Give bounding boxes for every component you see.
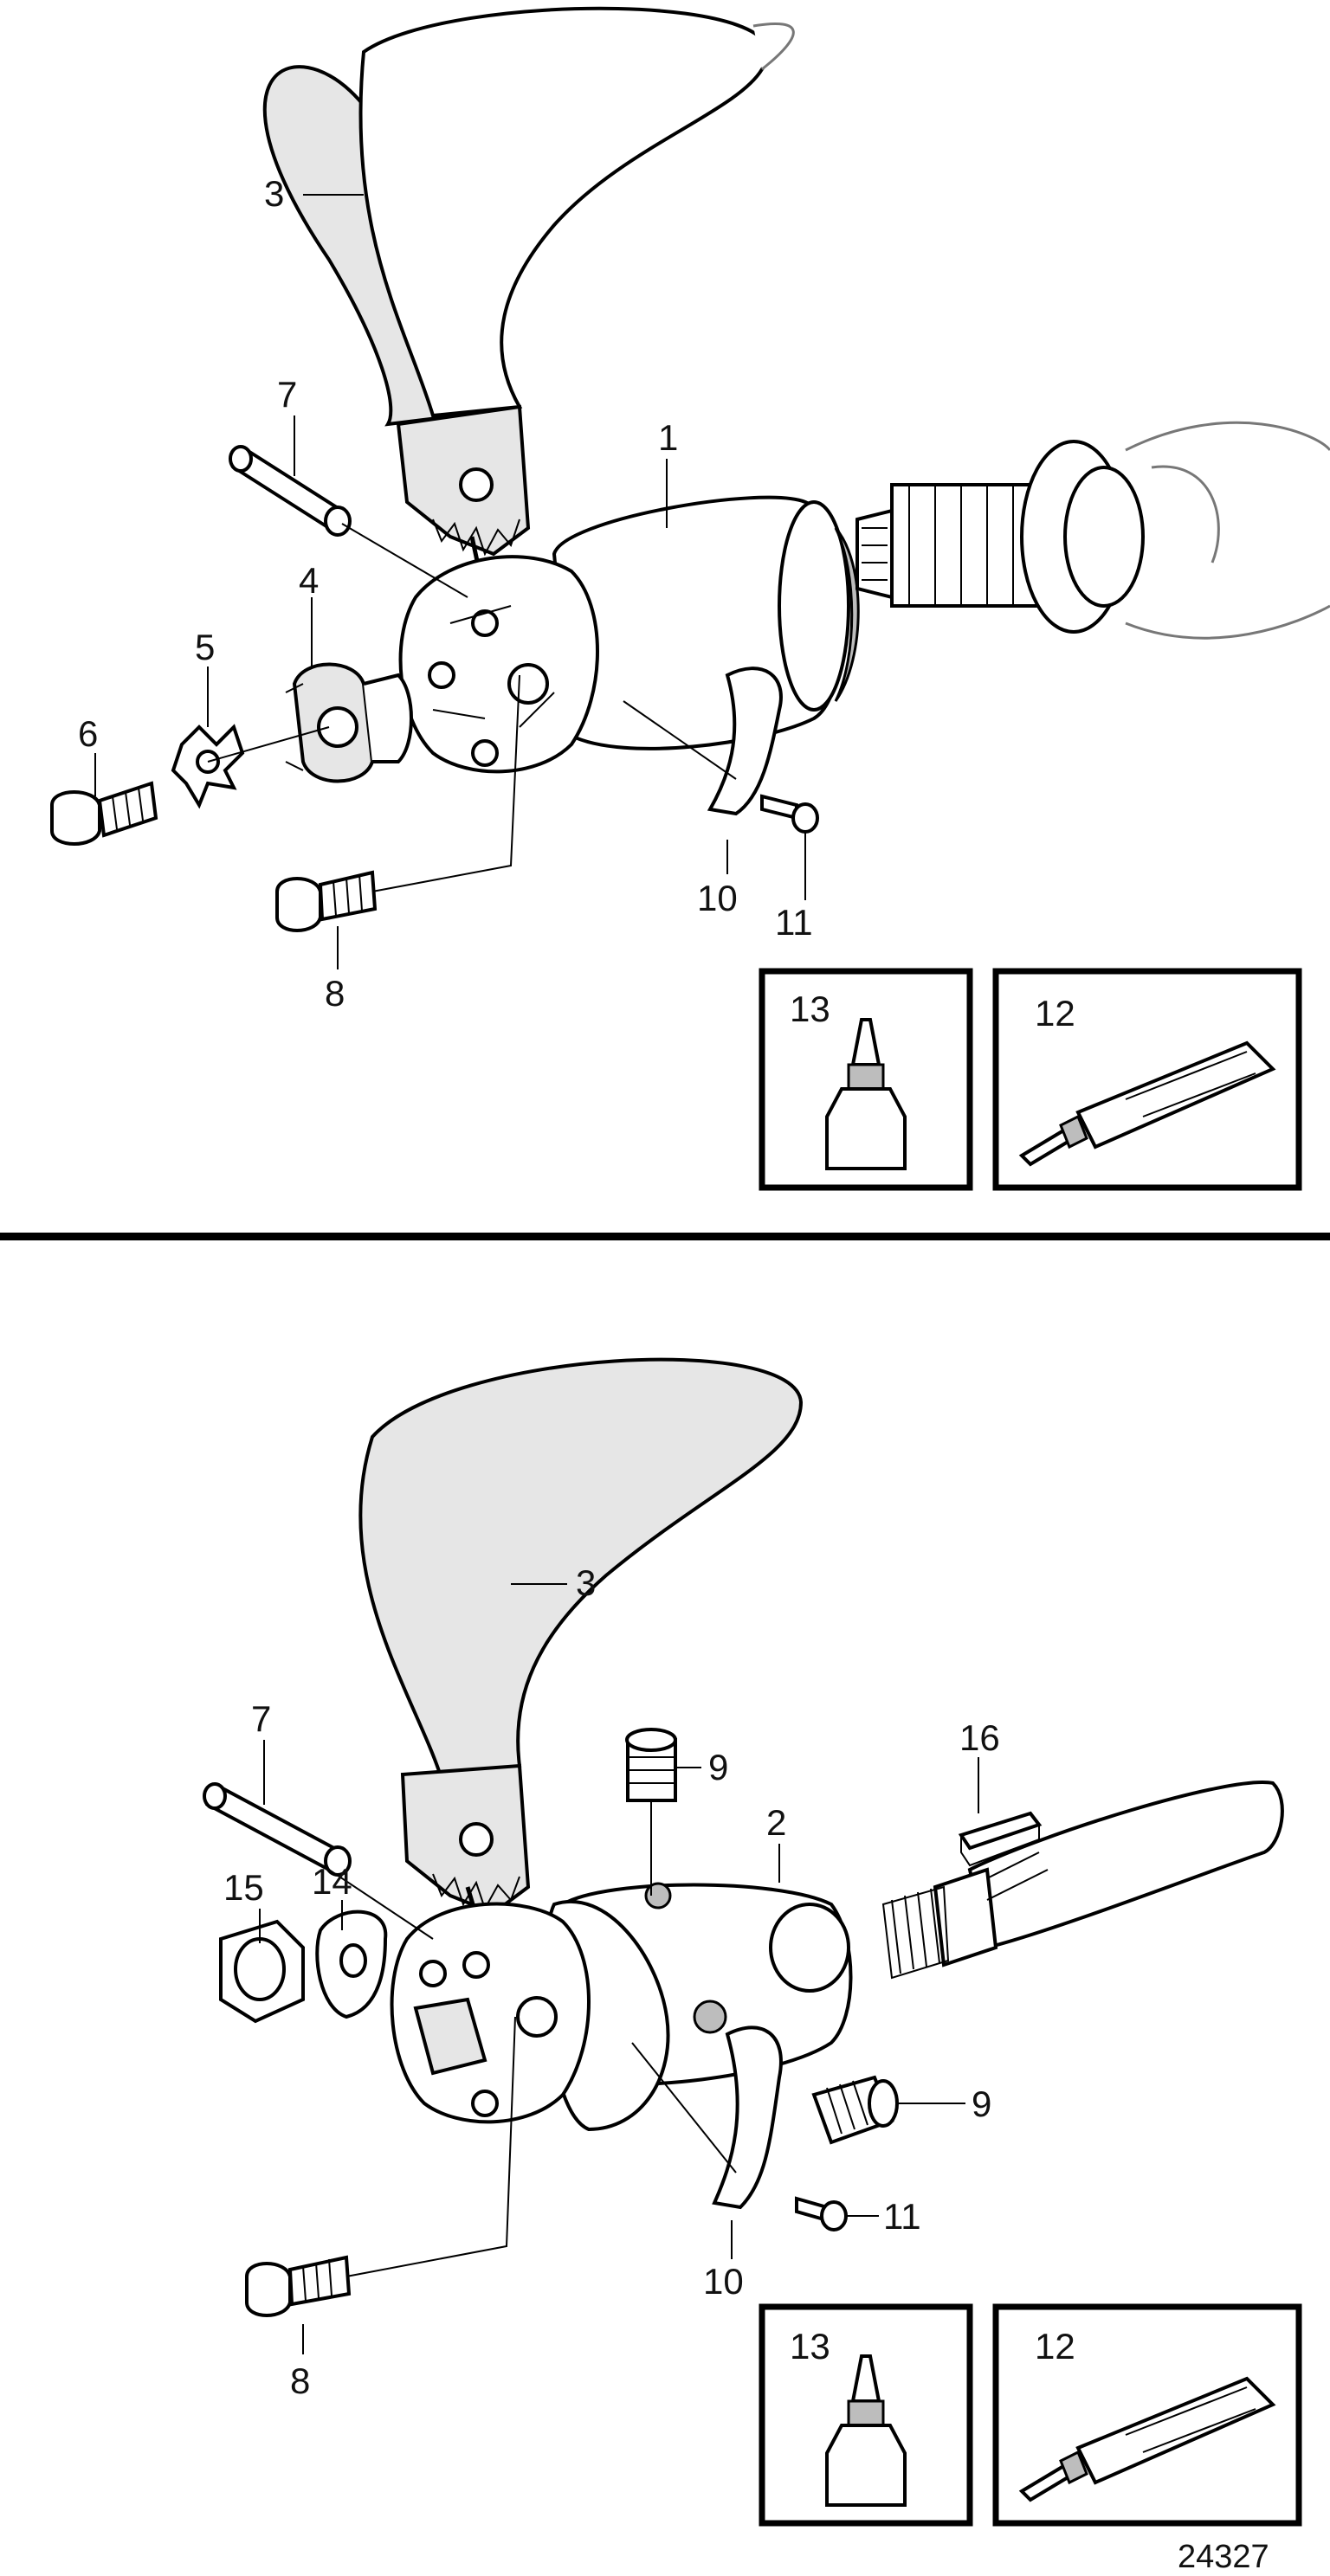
top-sealant-bottle-icon bbox=[825, 1018, 907, 1170]
bottom-tab-washer bbox=[315, 1909, 388, 2019]
bottom-blade-root-gear bbox=[432, 1873, 520, 1911]
top-leaders bbox=[94, 194, 806, 969]
top-box-13: 13 bbox=[759, 968, 973, 1191]
top-callout-6: 6 bbox=[78, 713, 98, 754]
top-blade-edge-light bbox=[752, 22, 795, 71]
top-box-12: 12 bbox=[992, 968, 1302, 1191]
bottom-blade-root-hole bbox=[459, 1822, 494, 1857]
top-box-12-label: 12 bbox=[1035, 993, 1075, 1034]
bottom-nut bbox=[219, 1919, 305, 2024]
top-callout-3: 3 bbox=[264, 173, 284, 214]
bottom-callout-10: 10 bbox=[703, 2261, 744, 2302]
top-callout-11: 11 bbox=[775, 902, 813, 943]
bottom-box-13: 13 bbox=[759, 2303, 973, 2527]
top-lock-washer bbox=[171, 724, 245, 809]
bottom-callout-7: 7 bbox=[251, 1698, 271, 1739]
bottom-box-12: 12 bbox=[992, 2303, 1302, 2527]
bottom-sealant-bottle-icon bbox=[825, 2354, 907, 2507]
top-bolt bbox=[50, 781, 158, 846]
section-divider bbox=[0, 1233, 1330, 1240]
top-hub-rear-ring bbox=[778, 500, 850, 712]
bottom-hub-front-hole-d bbox=[471, 2090, 499, 2117]
bottom-hub-set-hole-side bbox=[693, 2000, 727, 2034]
bottom-grease-tube-icon bbox=[1018, 2376, 1276, 2502]
bottom-callout-11: 11 bbox=[883, 2196, 921, 2237]
top-grease-tube-icon bbox=[1018, 1040, 1276, 1167]
top-callout-10: 10 bbox=[697, 878, 738, 918]
top-hub-front-hole-a bbox=[471, 609, 499, 637]
bottom-pin bbox=[203, 1782, 352, 1877]
top-callout-7: 7 bbox=[277, 374, 297, 415]
top-callout-5: 5 bbox=[195, 627, 215, 667]
bottom-hub-front-hole-b bbox=[462, 1951, 490, 1979]
bottom-callout-3: 3 bbox=[576, 1562, 596, 1603]
bottom-segment bbox=[712, 2025, 783, 2210]
bottom-callout-9-side: 9 bbox=[972, 2083, 991, 2124]
top-nut bbox=[285, 662, 413, 783]
top-callout-1: 1 bbox=[658, 417, 678, 458]
top-blade-root-hole bbox=[459, 467, 494, 502]
bottom-screw-11 bbox=[795, 2196, 848, 2231]
bottom-hub-front-square bbox=[413, 1997, 487, 2076]
top-hub-rear-ring-shadow bbox=[834, 527, 860, 702]
top-hub-front-hole-d bbox=[471, 739, 499, 767]
top-blade-outline bbox=[358, 6, 771, 418]
top-box-13-label: 13 bbox=[790, 989, 830, 1029]
bottom-blade-outline bbox=[358, 1357, 804, 1781]
bottom-assembly: 2 3 7 8 9 9 10 11 14 15 16 13 12 bbox=[203, 1357, 1302, 2527]
bottom-callout-14: 14 bbox=[312, 1861, 352, 1902]
figure-number: 24327 bbox=[1178, 2539, 1269, 2575]
bottom-box-12-label: 12 bbox=[1035, 2326, 1075, 2367]
bottom-callout-9-top: 9 bbox=[708, 1747, 728, 1787]
top-splined-shaft bbox=[855, 421, 1330, 640]
bottom-callout-16: 16 bbox=[959, 1717, 1000, 1758]
bottom-callout-2: 2 bbox=[766, 1802, 786, 1843]
top-screw-11 bbox=[760, 794, 819, 834]
top-segment bbox=[707, 667, 783, 816]
bottom-hub-front-hole-c bbox=[516, 1996, 558, 2038]
top-pin bbox=[229, 445, 352, 537]
bottom-leaders bbox=[259, 1583, 979, 2354]
top-screw-8 bbox=[275, 870, 378, 932]
top-callout-8: 8 bbox=[325, 973, 345, 1014]
bottom-box-13-label: 13 bbox=[790, 2326, 830, 2367]
bottom-screw-8 bbox=[245, 2255, 352, 2317]
bottom-callout-15: 15 bbox=[223, 1867, 264, 1908]
bottom-key bbox=[958, 1811, 1043, 1867]
top-hub-front bbox=[398, 555, 599, 774]
top-assembly: 1 3 4 5 6 7 8 10 11 13 12 bbox=[50, 6, 1330, 1191]
bottom-set-screw-top bbox=[625, 1728, 677, 1802]
bottom-hub-set-hole-top bbox=[644, 1882, 672, 1909]
top-hub-front-hole-c bbox=[507, 663, 549, 705]
top-blade-root-gear bbox=[432, 518, 520, 557]
bottom-threaded-shaft bbox=[881, 1781, 1284, 1980]
bottom-set-screw-side bbox=[811, 2075, 899, 2145]
bottom-hub-body-end bbox=[769, 1903, 850, 1993]
top-hub-front-hole-b bbox=[428, 661, 455, 689]
bottom-callout-8: 8 bbox=[290, 2360, 310, 2401]
top-callout-4: 4 bbox=[299, 560, 319, 601]
bottom-hub-front-hole-a bbox=[419, 1960, 447, 1987]
top-hub-front-lobes bbox=[432, 605, 555, 728]
